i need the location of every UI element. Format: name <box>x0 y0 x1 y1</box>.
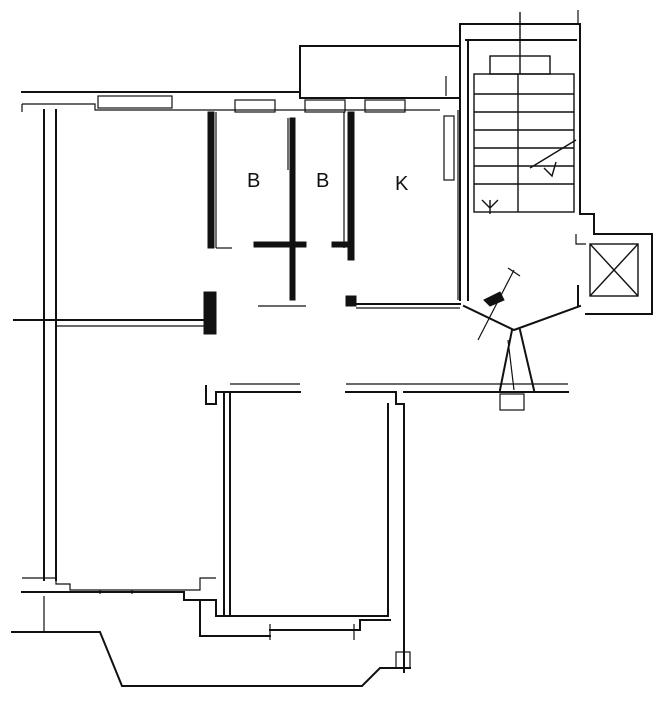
room-label-bathroom-1: B <box>247 170 260 192</box>
bottom-walls <box>11 577 411 687</box>
room-label-kitchen: K <box>395 173 409 195</box>
room-label-bathroom-2: B <box>316 170 329 192</box>
outer-walls <box>21 45 461 581</box>
elevator-icon <box>575 213 653 315</box>
staircase-icon <box>445 10 581 301</box>
service-rooms <box>207 110 461 309</box>
door-swing-icon <box>462 267 582 411</box>
interior-walls <box>13 291 569 673</box>
